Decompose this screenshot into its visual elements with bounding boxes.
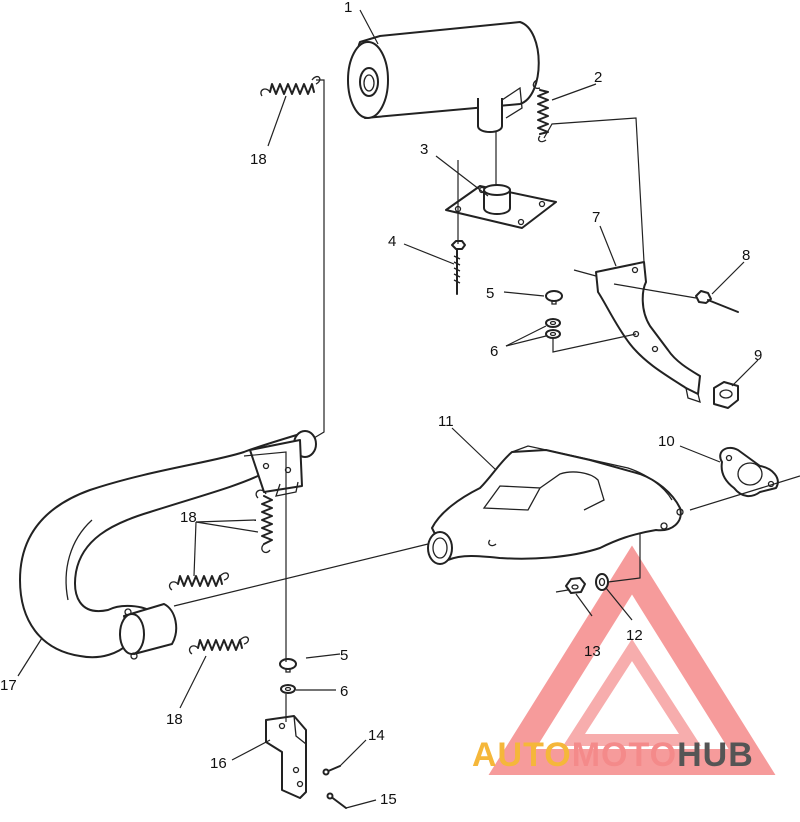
callout-5: 5 bbox=[486, 285, 494, 302]
callout-2: 2 bbox=[594, 69, 602, 86]
grommet-nut bbox=[713, 381, 739, 409]
callout-18-top: 18 bbox=[250, 151, 267, 168]
spring-top-left bbox=[260, 76, 321, 97]
muffler bbox=[347, 21, 540, 133]
watermark-triangle bbox=[488, 545, 776, 775]
callout-labels: 1 2 3 4 5 6 7 8 9 10 11 12 13 14 15 16 1… bbox=[0, 0, 762, 808]
exhaust-pipe bbox=[19, 430, 317, 660]
callout-9: 9 bbox=[754, 347, 762, 364]
exhaust-manifold bbox=[427, 445, 684, 565]
watermark-moto: MOTO bbox=[572, 736, 677, 774]
callout-11: 11 bbox=[438, 413, 454, 430]
washers-upper bbox=[545, 318, 561, 339]
watermark-text: AUTOMOTOHUB bbox=[472, 736, 754, 774]
screw bbox=[695, 290, 739, 313]
callout-4: 4 bbox=[388, 233, 396, 250]
manifold-gasket bbox=[719, 446, 779, 498]
springs-pipe bbox=[168, 489, 273, 655]
rivet-lower bbox=[279, 658, 297, 673]
nut-washer bbox=[565, 573, 609, 594]
watermark-hub: HUB bbox=[677, 736, 754, 774]
callout-13: 13 bbox=[584, 643, 601, 660]
callout-7: 7 bbox=[592, 209, 600, 226]
muffler-bracket bbox=[595, 261, 701, 403]
callout-1: 1 bbox=[344, 0, 352, 16]
rivet-upper bbox=[545, 290, 563, 305]
small-screws bbox=[322, 765, 347, 809]
washer-lower bbox=[280, 684, 296, 694]
watermark-logo bbox=[488, 545, 776, 775]
lower-bracket bbox=[265, 715, 307, 799]
callout-16: 16 bbox=[210, 755, 227, 772]
stud-bolt bbox=[451, 240, 466, 295]
callout-17: 17 bbox=[0, 677, 17, 694]
spring-upper-right bbox=[532, 79, 549, 143]
assembly-lines bbox=[173, 79, 800, 722]
callout-8: 8 bbox=[742, 247, 750, 264]
callout-18-bottom: 18 bbox=[166, 711, 183, 728]
callout-12: 12 bbox=[626, 627, 643, 644]
callout-6: 6 bbox=[490, 343, 498, 360]
callout-leaders bbox=[17, 9, 759, 809]
svg-text:AUTOMOTOHUB: AUTOMOTOHUB bbox=[472, 736, 754, 774]
callout-18-middle: 18 bbox=[180, 509, 197, 526]
callout-15: 15 bbox=[380, 791, 397, 808]
watermark-auto: AUTO bbox=[472, 736, 572, 774]
mount-plate bbox=[445, 184, 557, 229]
callout-3: 3 bbox=[420, 141, 428, 158]
callout-14: 14 bbox=[368, 727, 385, 744]
callout-6-lower: 6 bbox=[340, 683, 348, 700]
callout-5-lower: 5 bbox=[340, 647, 348, 664]
watermark-inner-triangle bbox=[562, 638, 702, 746]
callout-10: 10 bbox=[658, 433, 675, 450]
